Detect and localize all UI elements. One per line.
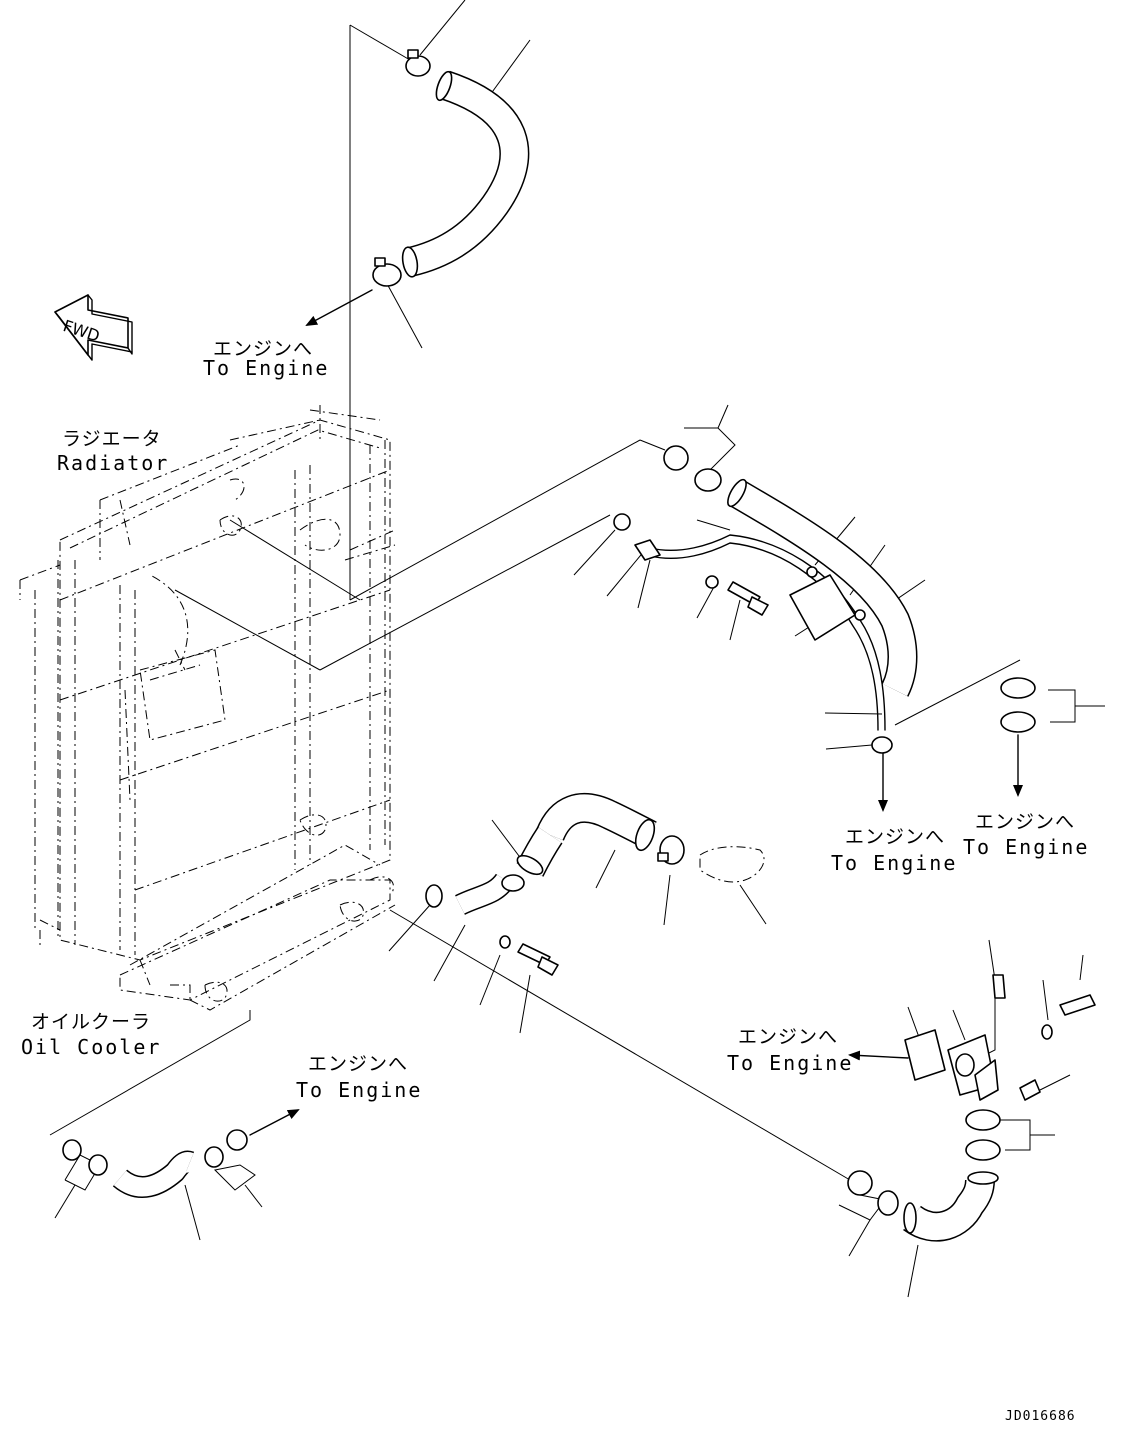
- oil-cooler-hose: [120, 1162, 190, 1187]
- upper-radiator-hose: [401, 70, 515, 278]
- to-engine-label-en-3: To Engine: [963, 835, 1090, 859]
- leader-lines: [50, 0, 1105, 1297]
- to-engine-label-jp-5: エンジンへ: [308, 1053, 409, 1075]
- oil-cooler-label-en: Oil Cooler: [21, 1035, 162, 1059]
- lower-radiator-hose: [904, 1172, 998, 1233]
- to-engine-label-en-5: To Engine: [296, 1078, 423, 1102]
- hose-clamp-center: [658, 836, 684, 864]
- oil-cooler-label-jp: オイルクーラ: [31, 1011, 152, 1033]
- breather-tube: [614, 514, 892, 753]
- to-engine-label-jp-1: エンジンへ: [213, 338, 314, 360]
- thermostat-housing: [905, 975, 1095, 1100]
- to-engine-label-jp-3: エンジンへ: [975, 811, 1076, 833]
- center-hose: [514, 808, 658, 878]
- hose-clamp-top-2: [373, 258, 401, 286]
- radiator-assembly: [20, 405, 395, 960]
- fwd-direction-symbol: [55, 295, 132, 360]
- oil-cooler-assembly: [120, 845, 395, 1010]
- hose-clamp-top: [406, 50, 430, 76]
- hose-phantom-center: [700, 847, 764, 882]
- radiator-label-jp: ラジエータ: [62, 428, 162, 450]
- hose-clamps-right: [664, 446, 721, 491]
- radiator-label-en: Radiator: [57, 451, 170, 475]
- to-engine-label-en-4: To Engine: [727, 1051, 854, 1075]
- right-upper-hose: [724, 477, 902, 690]
- to-engine-label-en-1: To Engine: [203, 356, 330, 380]
- hose-clamps-lower-right: [848, 1110, 1000, 1215]
- to-engine-label-en-2: To Engine: [831, 851, 958, 875]
- elbow-pipe-center: [426, 875, 558, 975]
- bolt-washer-right: [706, 576, 768, 615]
- drawing-code: JD016686: [1005, 1409, 1076, 1424]
- hose-clamps-far-right: [1001, 678, 1035, 732]
- to-engine-label-jp-4: エンジンへ: [738, 1026, 839, 1048]
- to-engine-label-jp-2: エンジンへ: [845, 826, 946, 848]
- hose-clamps-lower-left: [63, 1130, 247, 1175]
- flow-arrows: [250, 290, 1023, 1135]
